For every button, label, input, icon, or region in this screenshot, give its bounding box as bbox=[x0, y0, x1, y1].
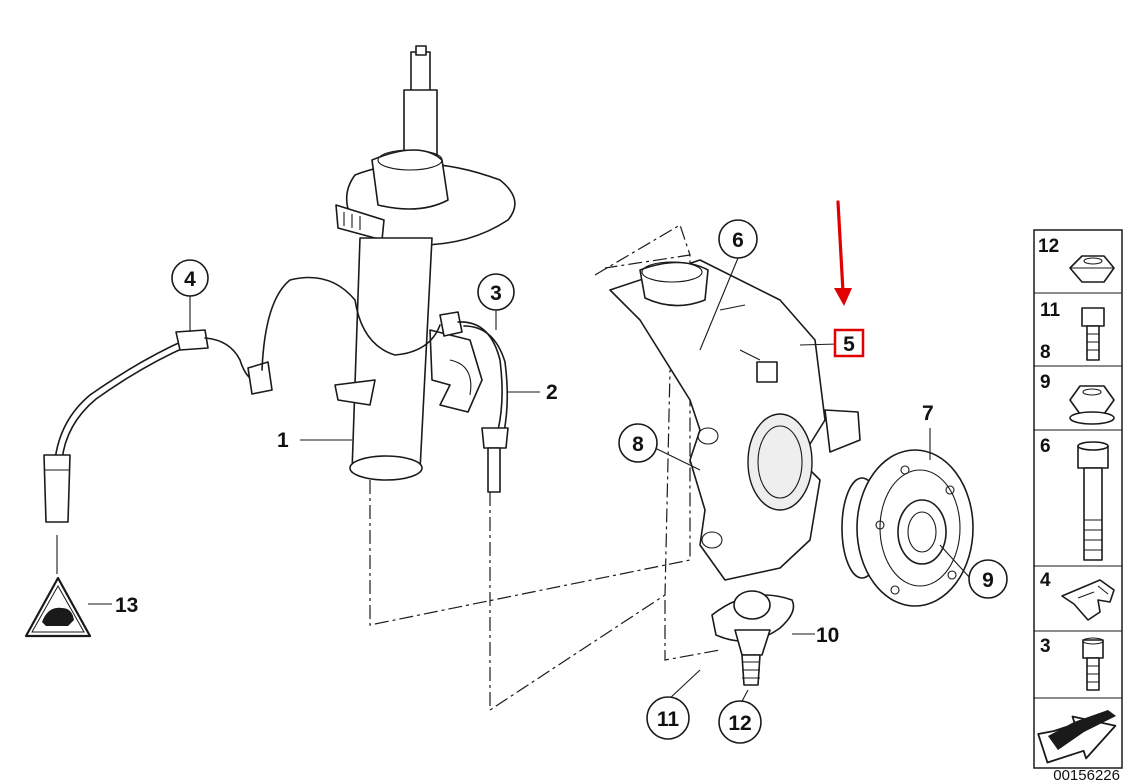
long-bolt-icon bbox=[1077, 441, 1109, 561]
wheel-hub bbox=[841, 449, 974, 607]
callout-5-label: 5 bbox=[843, 333, 855, 356]
panel-item-11-8: 11 8 bbox=[1040, 300, 1105, 363]
panel-label-3: 3 bbox=[1040, 636, 1051, 657]
short-bolt-icon bbox=[1081, 307, 1105, 361]
arrow-shape-icon bbox=[1037, 710, 1117, 764]
callout-9-label: 9 bbox=[982, 569, 994, 592]
panel-label-8: 8 bbox=[1040, 342, 1051, 363]
panel-label-11: 11 bbox=[1040, 300, 1061, 321]
callout-8-label: 8 bbox=[632, 433, 644, 456]
steering-knuckle bbox=[609, 259, 861, 581]
panel-label-9: 9 bbox=[1040, 372, 1051, 393]
callout-6: 6 bbox=[718, 219, 758, 259]
panel-item-4: 4 bbox=[1040, 570, 1115, 621]
panel-item-6: 6 bbox=[1040, 436, 1109, 561]
ball-joint bbox=[711, 590, 795, 686]
callout-12: 12 bbox=[718, 700, 762, 744]
reference-number: 00156226 bbox=[1053, 767, 1120, 784]
callout-9: 9 bbox=[968, 559, 1008, 599]
callout-6-label: 6 bbox=[732, 229, 744, 252]
socket-screw-icon bbox=[1082, 637, 1104, 691]
callout-5-highlighted: 5 bbox=[833, 328, 865, 358]
callout-4: 4 bbox=[171, 259, 209, 297]
callout-12-label: 12 bbox=[728, 712, 751, 735]
lock-nut-icon bbox=[1069, 255, 1115, 283]
bracket-clip-icon bbox=[1061, 579, 1115, 621]
abs-sensor-wire-right bbox=[439, 311, 509, 493]
callout-10-label: 10 bbox=[816, 624, 839, 647]
panel-item-12: 12 bbox=[1038, 236, 1115, 283]
panel-label-6: 6 bbox=[1040, 436, 1051, 457]
panel-label-4: 4 bbox=[1040, 570, 1051, 591]
panel-item-3: 3 bbox=[1040, 636, 1104, 691]
callout-1-label: 1 bbox=[277, 429, 289, 452]
callout-11-label: 11 bbox=[657, 708, 680, 731]
collar-nut-icon bbox=[1069, 385, 1115, 425]
callout-13-label: 13 bbox=[115, 594, 138, 617]
warning-triangle-icon bbox=[24, 576, 92, 638]
callout-3: 3 bbox=[477, 273, 515, 311]
callout-8: 8 bbox=[618, 423, 658, 463]
callout-2-label: 2 bbox=[546, 381, 558, 404]
callout-4-label: 4 bbox=[184, 268, 196, 291]
panel-label-12: 12 bbox=[1038, 236, 1059, 257]
parts-panel: 12 11 8 9 bbox=[1033, 229, 1123, 769]
abs-sensor-wire-left bbox=[43, 276, 441, 523]
strut-assembly bbox=[334, 45, 516, 481]
callout-3-label: 3 bbox=[490, 282, 502, 305]
red-arrow-icon bbox=[834, 200, 852, 306]
callout-7-label: 7 bbox=[922, 402, 934, 425]
panel-item-9: 9 bbox=[1040, 372, 1115, 425]
callout-11: 11 bbox=[646, 696, 690, 740]
assembly-guide-lines bbox=[369, 224, 721, 712]
